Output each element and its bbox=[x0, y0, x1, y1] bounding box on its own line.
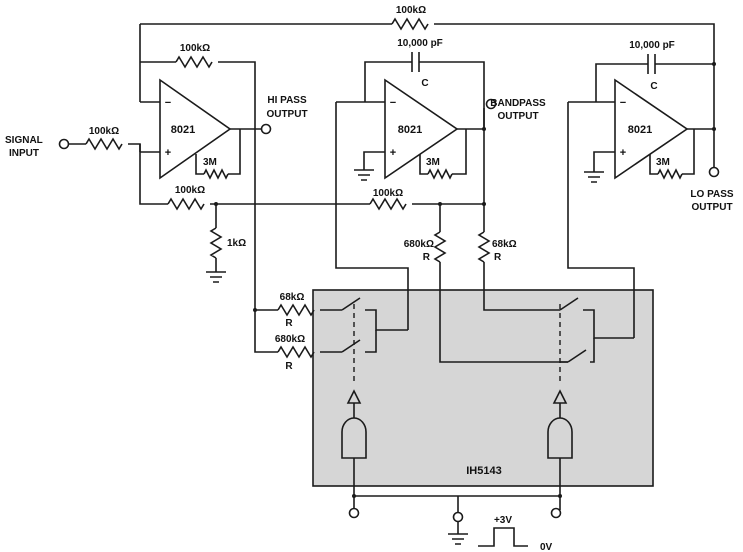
bandpass-output-label-2: OUTPUT bbox=[497, 111, 538, 122]
ih5143-chip-body bbox=[312, 289, 654, 487]
opamp2-part-label: 8021 bbox=[398, 124, 422, 136]
opamp2-plus-sign: + bbox=[390, 147, 396, 159]
hipass-output-terminal[interactable] bbox=[260, 123, 272, 135]
and-gate-left bbox=[341, 417, 367, 459]
clock-pulse-waveform bbox=[478, 527, 528, 547]
resistor-680k-vertical-label: 680kΩ bbox=[404, 239, 434, 250]
opamp3-plus-sign: + bbox=[620, 147, 626, 159]
stage2-3m-label: 3M bbox=[426, 157, 440, 168]
control-terminal-left[interactable] bbox=[348, 507, 360, 519]
resistor-sum-100k-label: 100kΩ bbox=[175, 185, 205, 196]
ground-symbol-1 bbox=[206, 271, 226, 283]
opamp1-plus-sign: + bbox=[165, 147, 171, 159]
resistor-top-100k-label: 100kΩ bbox=[396, 5, 426, 16]
switch-left-bottom bbox=[320, 339, 361, 353]
resistor-680k-horizontal-letter: R bbox=[285, 361, 293, 372]
clock-input-terminal[interactable] bbox=[452, 511, 464, 523]
resistor-top-100k bbox=[391, 17, 429, 31]
lopass-output-label-2: OUTPUT bbox=[691, 202, 732, 213]
resistor-stage1-3m bbox=[203, 168, 229, 180]
resistor-68k-horizontal-label: 68kΩ bbox=[280, 292, 305, 303]
resistor-ground-1k bbox=[209, 227, 223, 259]
resistor-68k-vertical-label: 68kΩ bbox=[492, 239, 517, 250]
chip-name-label: IH5143 bbox=[466, 465, 501, 477]
opamp-stage2 bbox=[384, 78, 459, 180]
hipass-output-label-1: HI PASS bbox=[267, 95, 307, 106]
signal-input-terminal[interactable] bbox=[58, 138, 70, 150]
and-gate-right bbox=[547, 417, 573, 459]
resistor-68k-vertical bbox=[477, 231, 491, 263]
clock-high-label: +3V bbox=[494, 515, 512, 526]
capacitor-stage2-letter: C bbox=[421, 78, 428, 89]
lopass-output-terminal[interactable] bbox=[708, 166, 720, 178]
resistor-68k-horizontal bbox=[277, 303, 315, 317]
resistor-680k-vertical-letter: R bbox=[423, 252, 431, 263]
ground-symbol-4 bbox=[448, 533, 468, 545]
capacitor-stage2-value: 10,000 pF bbox=[397, 38, 443, 49]
resistor-fb1-100k-label: 100kΩ bbox=[180, 43, 210, 54]
resistor-680k-vertical bbox=[433, 231, 447, 263]
capacitor-stage3-value: 10,000 pF bbox=[629, 40, 675, 51]
signal-input-label-2: INPUT bbox=[9, 148, 39, 159]
resistor-loop-100k bbox=[369, 197, 407, 211]
capacitor-stage2 bbox=[411, 52, 420, 72]
opamp2-minus-sign: − bbox=[390, 97, 396, 109]
resistor-input-100k-label: 100kΩ bbox=[89, 126, 119, 137]
switch-left-top bbox=[320, 297, 361, 311]
opamp-stage1 bbox=[140, 78, 232, 180]
capacitor-stage3 bbox=[647, 54, 656, 74]
opamp1-minus-sign: − bbox=[165, 97, 171, 109]
bandpass-output-terminal[interactable] bbox=[485, 98, 497, 110]
lopass-output-label-1: LO PASS bbox=[690, 189, 733, 200]
resistor-ground-1k-label: 1kΩ bbox=[227, 238, 246, 249]
bandpass-output-label-1: BANDPASS bbox=[490, 98, 546, 109]
top-feedback-path bbox=[139, 17, 715, 168]
resistor-stage3-3m bbox=[657, 168, 683, 180]
switch-right-bottom bbox=[560, 349, 587, 363]
capacitor-stage3-letter: C bbox=[650, 81, 657, 92]
stage1-3m-wire bbox=[195, 154, 204, 175]
resistor-loop-100k-label: 100kΩ bbox=[373, 188, 403, 199]
stage1-feedback-wire bbox=[139, 61, 176, 102]
stage1-3m-label: 3M bbox=[203, 157, 217, 168]
clock-low-label: 0V bbox=[540, 542, 553, 552]
resistor-input-100k bbox=[85, 137, 123, 151]
opamp3-minus-sign: − bbox=[620, 97, 626, 109]
stage3-3m-label: 3M bbox=[656, 157, 670, 168]
ground-symbol-2 bbox=[354, 169, 374, 181]
resistor-stage2-3m bbox=[427, 168, 453, 180]
switch-right-top bbox=[552, 297, 579, 311]
resistor-68k-horizontal-letter: R bbox=[285, 318, 293, 329]
resistor-sum-100k bbox=[167, 197, 205, 211]
opamp3-part-label: 8021 bbox=[628, 124, 652, 136]
resistor-680k-horizontal-label: 680kΩ bbox=[275, 334, 305, 345]
control-terminal-right[interactable] bbox=[550, 507, 562, 519]
signal-input-label-1: SIGNAL bbox=[5, 135, 43, 146]
opamp-stage3 bbox=[614, 78, 689, 180]
opamp1-part-label: 8021 bbox=[171, 124, 195, 136]
resistor-68k-vertical-letter: R bbox=[494, 252, 502, 263]
hipass-output-label-2: OUTPUT bbox=[266, 109, 307, 120]
resistor-fb1-100k bbox=[175, 55, 213, 69]
ground-symbol-3 bbox=[584, 171, 604, 183]
resistor-680k-horizontal bbox=[277, 345, 315, 359]
